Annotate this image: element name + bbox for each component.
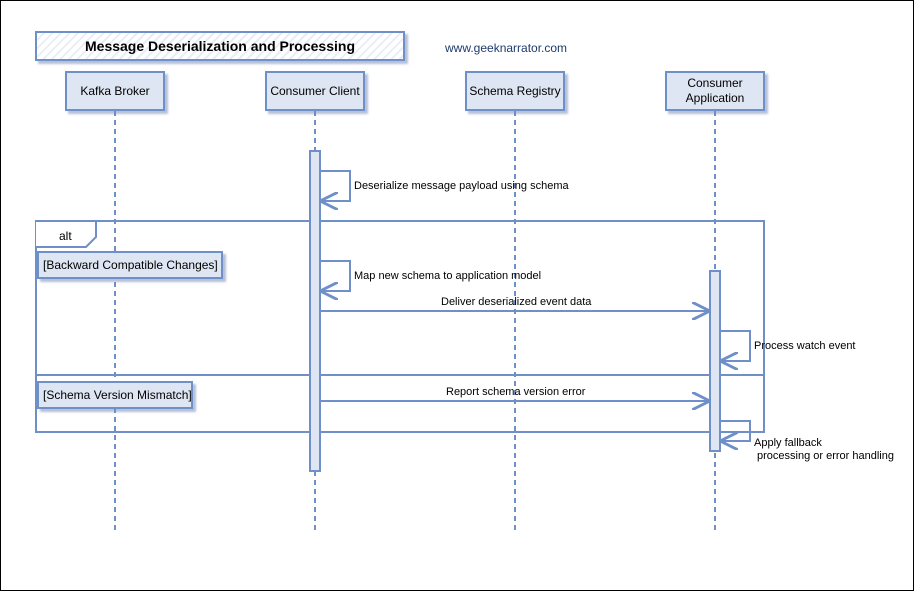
participant-kafka-broker: Kafka Broker bbox=[65, 71, 165, 111]
message-map-schema: Map new schema to application model bbox=[354, 270, 542, 282]
activation-client bbox=[309, 150, 321, 472]
guard-backward-compatible: [Backward Compatible Changes] bbox=[37, 251, 223, 279]
message-report-error: Report schema version error bbox=[446, 386, 586, 398]
self-arrow-fallback bbox=[721, 420, 751, 441]
self-arrow-deserialize bbox=[321, 170, 351, 201]
message-fallback-line2: processing or error handling bbox=[757, 450, 894, 462]
self-arrow-process bbox=[721, 330, 751, 361]
diagram-title: Message Deserialization and Processing bbox=[35, 31, 405, 61]
participant-schema-registry: Schema Registry bbox=[465, 71, 565, 111]
website-url: www.geeknarrator.com bbox=[445, 41, 568, 55]
message-process-watch-event: Process watch event bbox=[754, 340, 856, 352]
message-deserialize: Deserialize message payload using schema bbox=[354, 180, 569, 192]
guard-schema-version-mismatch: [Schema Version Mismatch] bbox=[37, 381, 193, 409]
alt-fragment-frame bbox=[35, 220, 765, 433]
alt-operator-label: alt bbox=[59, 229, 72, 243]
message-deliver: Deliver deserialized event data bbox=[441, 296, 592, 308]
alt-fragment-tab bbox=[36, 220, 97, 248]
activation-app bbox=[709, 270, 721, 452]
message-fallback-line1: Apply fallback bbox=[754, 437, 822, 449]
participant-consumer-application: Consumer Application bbox=[665, 71, 765, 111]
self-arrow-map-schema bbox=[321, 260, 351, 291]
participant-consumer-client: Consumer Client bbox=[265, 71, 365, 111]
